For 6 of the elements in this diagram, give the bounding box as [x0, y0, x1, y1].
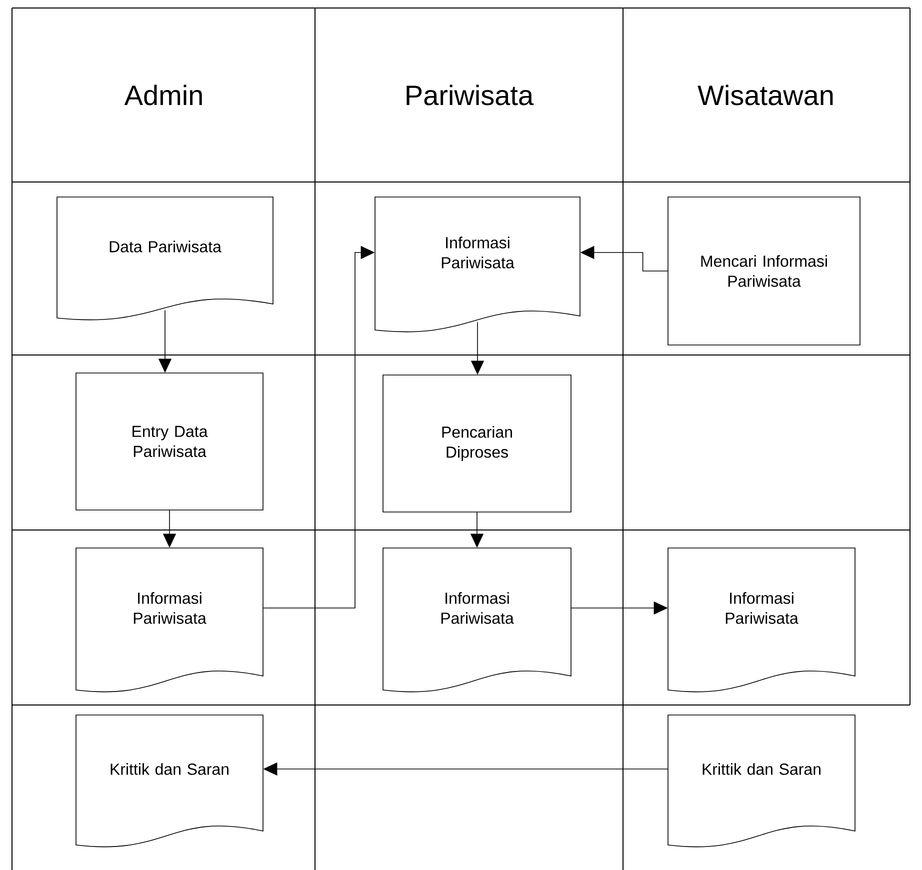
lane-header: Admin	[124, 84, 202, 106]
process-box: Entry Data Pariwisata	[76, 372, 264, 510]
process-box: Mencari Informasi Pariwisata	[668, 196, 860, 346]
lane-header: Wisatawan	[698, 84, 833, 106]
process-box: Pencarian Diproses	[382, 374, 572, 512]
lane-header: Pariwisata	[406, 84, 534, 106]
